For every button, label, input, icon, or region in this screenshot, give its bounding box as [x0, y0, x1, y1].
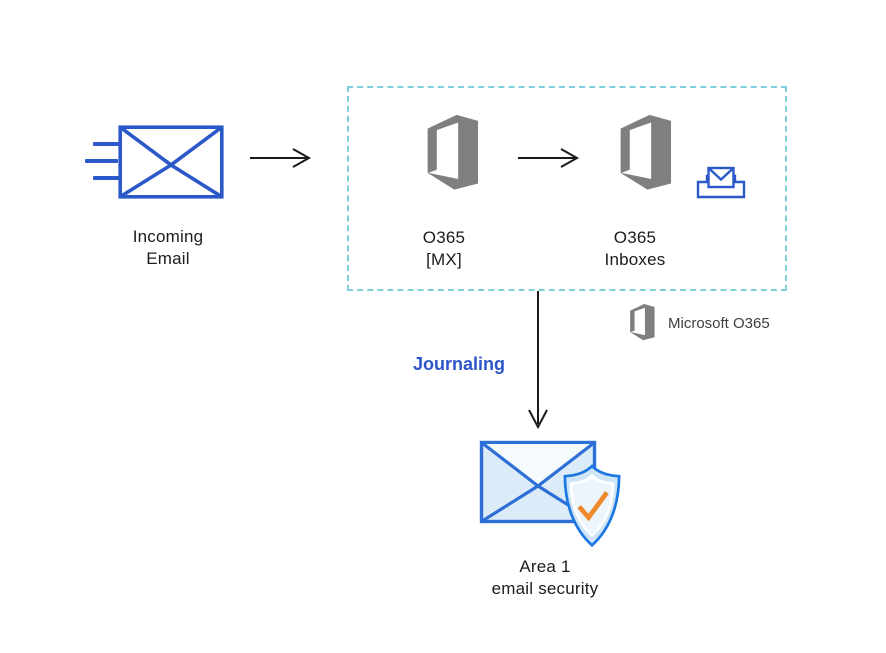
arrow-down-icon	[528, 291, 548, 430]
incoming-email-envelope-icon	[118, 125, 224, 199]
arrow-right-icon	[518, 148, 580, 168]
inbox-tray-icon	[696, 166, 746, 199]
speed-line-icon	[85, 159, 118, 163]
speed-line-icon	[93, 142, 119, 146]
legend-label: Microsoft O365	[668, 315, 770, 332]
shield-check-icon	[563, 464, 621, 548]
journaling-label: Journaling	[412, 354, 505, 374]
speed-line-icon	[93, 176, 121, 180]
arrow-right-icon	[250, 148, 312, 168]
incoming-email-label: Incoming Email	[132, 227, 204, 269]
office-logo-icon	[630, 304, 655, 341]
checkmark-icon	[577, 491, 609, 522]
o365-mx-label: O365 [MX]	[422, 228, 466, 270]
o365-boundary-box	[347, 86, 787, 291]
o365-inboxes-label: O365 Inboxes	[604, 228, 666, 270]
area1-label: Area 1 email security	[491, 557, 599, 599]
office-logo-icon	[620, 114, 672, 190]
office-logo-icon	[427, 114, 479, 190]
shield-inner	[569, 473, 615, 537]
